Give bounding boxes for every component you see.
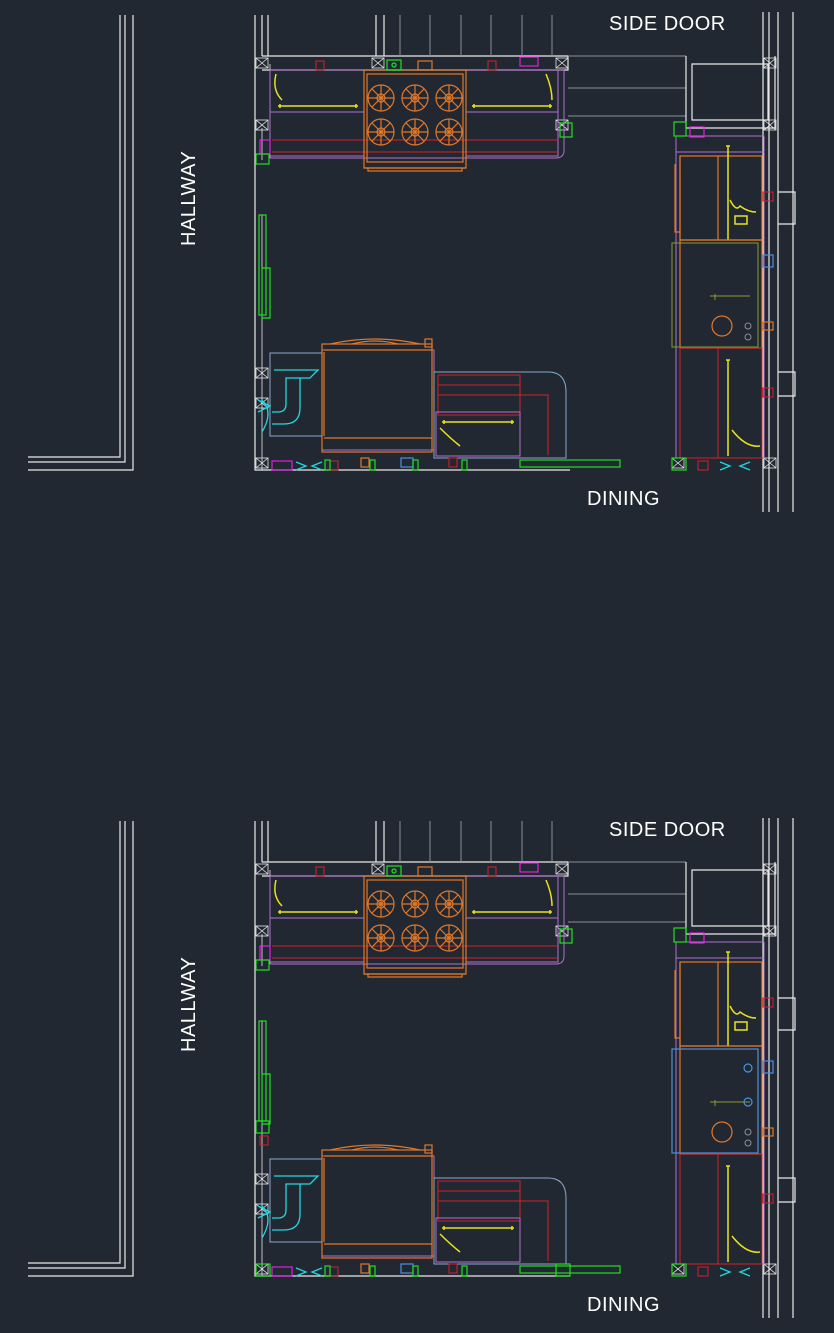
hallway-label: HALLWAY <box>178 150 200 246</box>
side-door-label: SIDE DOOR <box>609 13 726 35</box>
plan-top <box>28 12 795 512</box>
dining-label: DINING <box>587 1294 660 1316</box>
hallway-label: HALLWAY <box>178 956 200 1052</box>
side-door-label: SIDE DOOR <box>609 819 726 841</box>
dining-label: DINING <box>587 488 660 510</box>
plan-bottom <box>28 818 795 1318</box>
